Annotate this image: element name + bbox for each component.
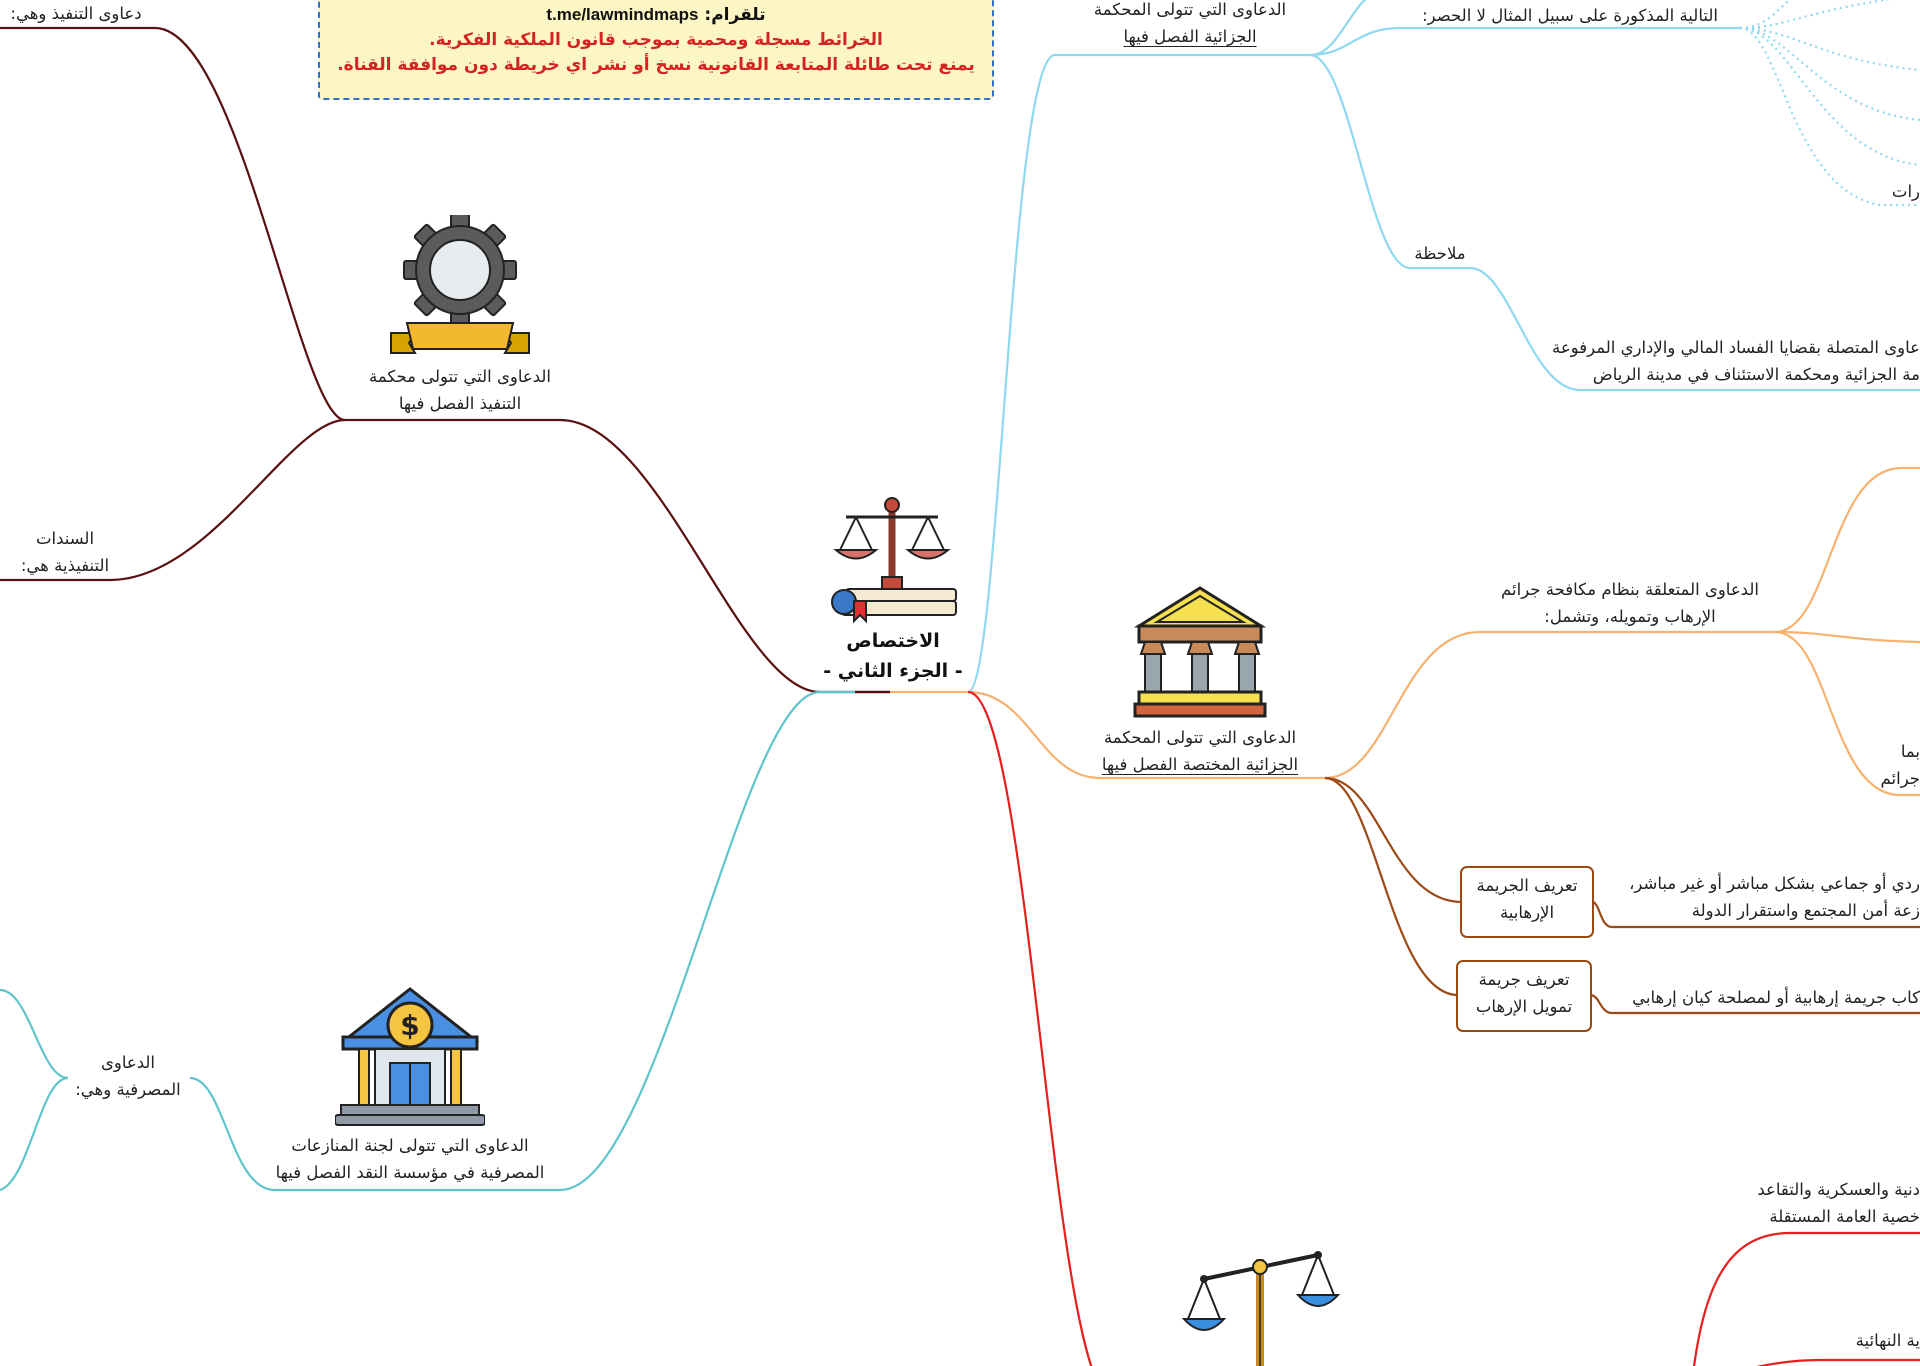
enforcement-node-label[interactable]: الدعاوى التي تتولى محكمة التنفيذ الفصل ف… <box>350 363 570 417</box>
bottom-text-line2: خصية العامة المستقلة <box>1769 1207 1920 1226</box>
terror-financing-definition-text: كاب جريمة إرهابية أو لمصلحة كيان إرهابي <box>1632 988 1920 1007</box>
criminal-court-line1: الدعاوى التي تتولى المحكمة <box>1093 0 1287 19</box>
center-title-line1: الاختصاص <box>846 630 940 652</box>
enforcement-line1: الدعاوى التي تتولى محكمة <box>369 367 551 386</box>
executive-instruments-line2: التنفيذية هي: <box>20 556 110 575</box>
terror-edge-label: بما جرائم <box>1875 738 1920 792</box>
corruption-note-label: عاوى المتصلة بقضايا الفساد المالي والإدا… <box>1540 334 1920 388</box>
banking-claims-line1: الدعاوى <box>100 1053 156 1072</box>
center-title[interactable]: الاختصاص - الجزء الثاني - <box>813 626 973 686</box>
bottom-text-line1: دنية والعسكرية والتقاعد <box>1757 1180 1920 1199</box>
telegram-handle[interactable]: t.me/lawmindmaps <box>546 5 699 24</box>
courthouse-icon <box>1133 586 1267 718</box>
definition-branch-lines <box>1324 776 1920 1015</box>
corruption-note-line2: مة الجزائية ومحكمة الاستئناف في مدينة ال… <box>1592 365 1920 384</box>
terror-financing-definition-box[interactable]: تعريف جريمة تمويل الإرهاب <box>1456 960 1592 1032</box>
terror-branch-lines <box>967 466 1920 797</box>
terror-definition-text-line1: ردي أو جماعي بشكل مباشر أو غير مباشر، <box>1629 874 1920 893</box>
specialized-criminal-line2: الجزائية المختصة الفصل فيها <box>1101 755 1299 774</box>
criminal-court-node-label[interactable]: الدعاوى التي تتولى المحكمة الجزائية الفص… <box>1070 0 1310 50</box>
specialized-criminal-node-label[interactable]: الدعاوى التي تتولى المحكمة الجزائية المخ… <box>1090 724 1310 778</box>
enforcement-line2: التنفيذ الفصل فيها <box>398 394 522 413</box>
edge-fragment-label: رات <box>1891 182 1920 201</box>
bank-dollar-icon: $ <box>335 987 485 1126</box>
banking-line1: الدعاوى التي تتولى لجنة المنازعات <box>291 1136 529 1155</box>
balance-scale-icon <box>1181 1251 1340 1366</box>
banking-claims-line2: المصرفية وهي: <box>75 1080 181 1099</box>
executive-instruments-line1: السندات <box>35 529 95 548</box>
terror-edge-line1: بما <box>1900 742 1920 761</box>
enforcement-claims-label[interactable]: دعاوى التنفيذ وهي: <box>10 4 142 23</box>
scales-of-justice-book-icon <box>831 497 957 624</box>
center-title-line2: - الجزء الثاني - <box>823 660 963 682</box>
banking-line2: المصرفية في مؤسسة النقد الفصل فيها <box>275 1163 545 1182</box>
terror-claims-line1: الدعاوى المتعلقة بنظام مكافحة جرائم <box>1501 580 1759 599</box>
bottom-branch-text: دنية والعسكرية والتقاعد خصية العامة المس… <box>1700 1176 1920 1230</box>
bottom-branch-lines <box>967 690 1920 1366</box>
banking-branch-lines <box>0 690 890 1192</box>
terror-financing-definition-line1: تعريف جريمة <box>1478 970 1570 989</box>
gear-ribbon-icon <box>390 215 530 354</box>
svg-text:$: $ <box>400 1009 419 1042</box>
terror-financing-definition-line2: تمويل الإرهاب <box>1475 997 1573 1016</box>
terror-claims-label[interactable]: الدعاوى المتعلقة بنظام مكافحة جرائم الإر… <box>1470 576 1790 630</box>
terror-crime-definition-line2: الإرهابية <box>1499 903 1555 922</box>
list-dotted-lines <box>1739 0 1920 207</box>
executive-instruments-label[interactable]: السندات التنفيذية هي: <box>5 525 125 579</box>
warning-line: يمنع تحت طائلة المتابعة القانونية نسخ أو… <box>337 55 975 75</box>
telegram-label: تلقرام: <box>704 5 766 25</box>
bottom-last-text: ية النهائية <box>1855 1331 1920 1350</box>
terror-definition-text-line2: زعة أمن المجتمع واستقرار الدولة <box>1691 901 1920 920</box>
terror-crime-definition-text: ردي أو جماعي بشكل مباشر أو غير مباشر، زع… <box>1612 870 1920 924</box>
terror-crime-definition-box[interactable]: تعريف الجريمة الإرهابية <box>1460 866 1594 938</box>
banking-claims-label[interactable]: الدعاوى المصرفية وهي: <box>68 1049 188 1103</box>
copyright-note: تلقرام: t.me/lawmindmaps الخرائط مسجلة و… <box>318 0 994 100</box>
terror-claims-line2: الإرهاب وتمويله، وتشمل: <box>1544 607 1716 626</box>
corruption-note-line1: عاوى المتصلة بقضايا الفساد المالي والإدا… <box>1551 338 1920 357</box>
terror-crime-definition-line1: تعريف الجريمة <box>1476 876 1578 895</box>
criminal-court-line2: الجزائية الفصل فيها <box>1123 27 1257 46</box>
terror-edge-line2: جرائم <box>1880 769 1920 788</box>
banking-node-label[interactable]: الدعاوى التي تتولى لجنة المنازعات المصرف… <box>270 1132 550 1186</box>
enforcement-branch-lines <box>0 26 890 694</box>
examples-list-label[interactable]: التالية المذكورة على سبيل المثال لا الحص… <box>1422 6 1718 25</box>
specialized-criminal-line1: الدعاوى التي تتولى المحكمة <box>1103 728 1297 747</box>
copyright-line: الخرائط مسجلة ومحمية بموجب قانون الملكية… <box>429 30 883 50</box>
criminal-top-branch-lines <box>967 0 1920 694</box>
note-label[interactable]: ملاحظة <box>1414 244 1466 263</box>
